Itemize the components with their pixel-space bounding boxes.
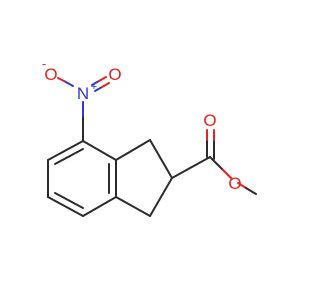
bond-ester-o-part (222, 169, 233, 180)
bond-c2-c1 (149, 177, 173, 217)
bond-ester-o-methyl-part (237, 182, 247, 189)
bond-c3-c2 (149, 139, 173, 179)
bond-n-o-minus-part (57, 77, 65, 82)
bond-inner-c4-c5 (54, 148, 84, 165)
bond-n-o-double-2 (94, 86, 103, 92)
nitro-oxygen-minus-charge: - (42, 56, 46, 71)
ester-oxygen-label: O (228, 174, 241, 193)
bond-c1-c7a (115, 196, 151, 217)
nitro-nitrogen-charge: + (91, 81, 97, 93)
nitro-nitrogen-label: N (77, 84, 89, 103)
bond-n-o-double-1-part (98, 76, 107, 82)
molecule-diagram: N + O - O O O (42, 56, 257, 217)
bond-n-o-minus (63, 80, 74, 87)
bond-inner-c6-c7 (54, 192, 84, 209)
bond-ester-o-methyl (245, 187, 257, 195)
nitro-oxygen-double-label: O (108, 65, 121, 84)
bond-c3a-c4 (82, 140, 117, 161)
bond-n-o-double-1 (91, 80, 100, 86)
bond-c7-c7a (82, 196, 117, 217)
bond-c2-carbonyl-c (171, 156, 211, 179)
structure-svg: N + O - O O O (42, 56, 257, 217)
bond-c6-c7 (47, 196, 84, 217)
bond-c4-c5 (47, 140, 84, 161)
bond-n-o-double-2-part (101, 82, 110, 88)
nitro-oxygen-minus-label: O (44, 65, 57, 84)
bond-carbonyl-c-ester-o (209, 156, 224, 171)
carbonyl-oxygen-label: O (203, 111, 216, 130)
bond-c3a-c3 (115, 139, 151, 161)
